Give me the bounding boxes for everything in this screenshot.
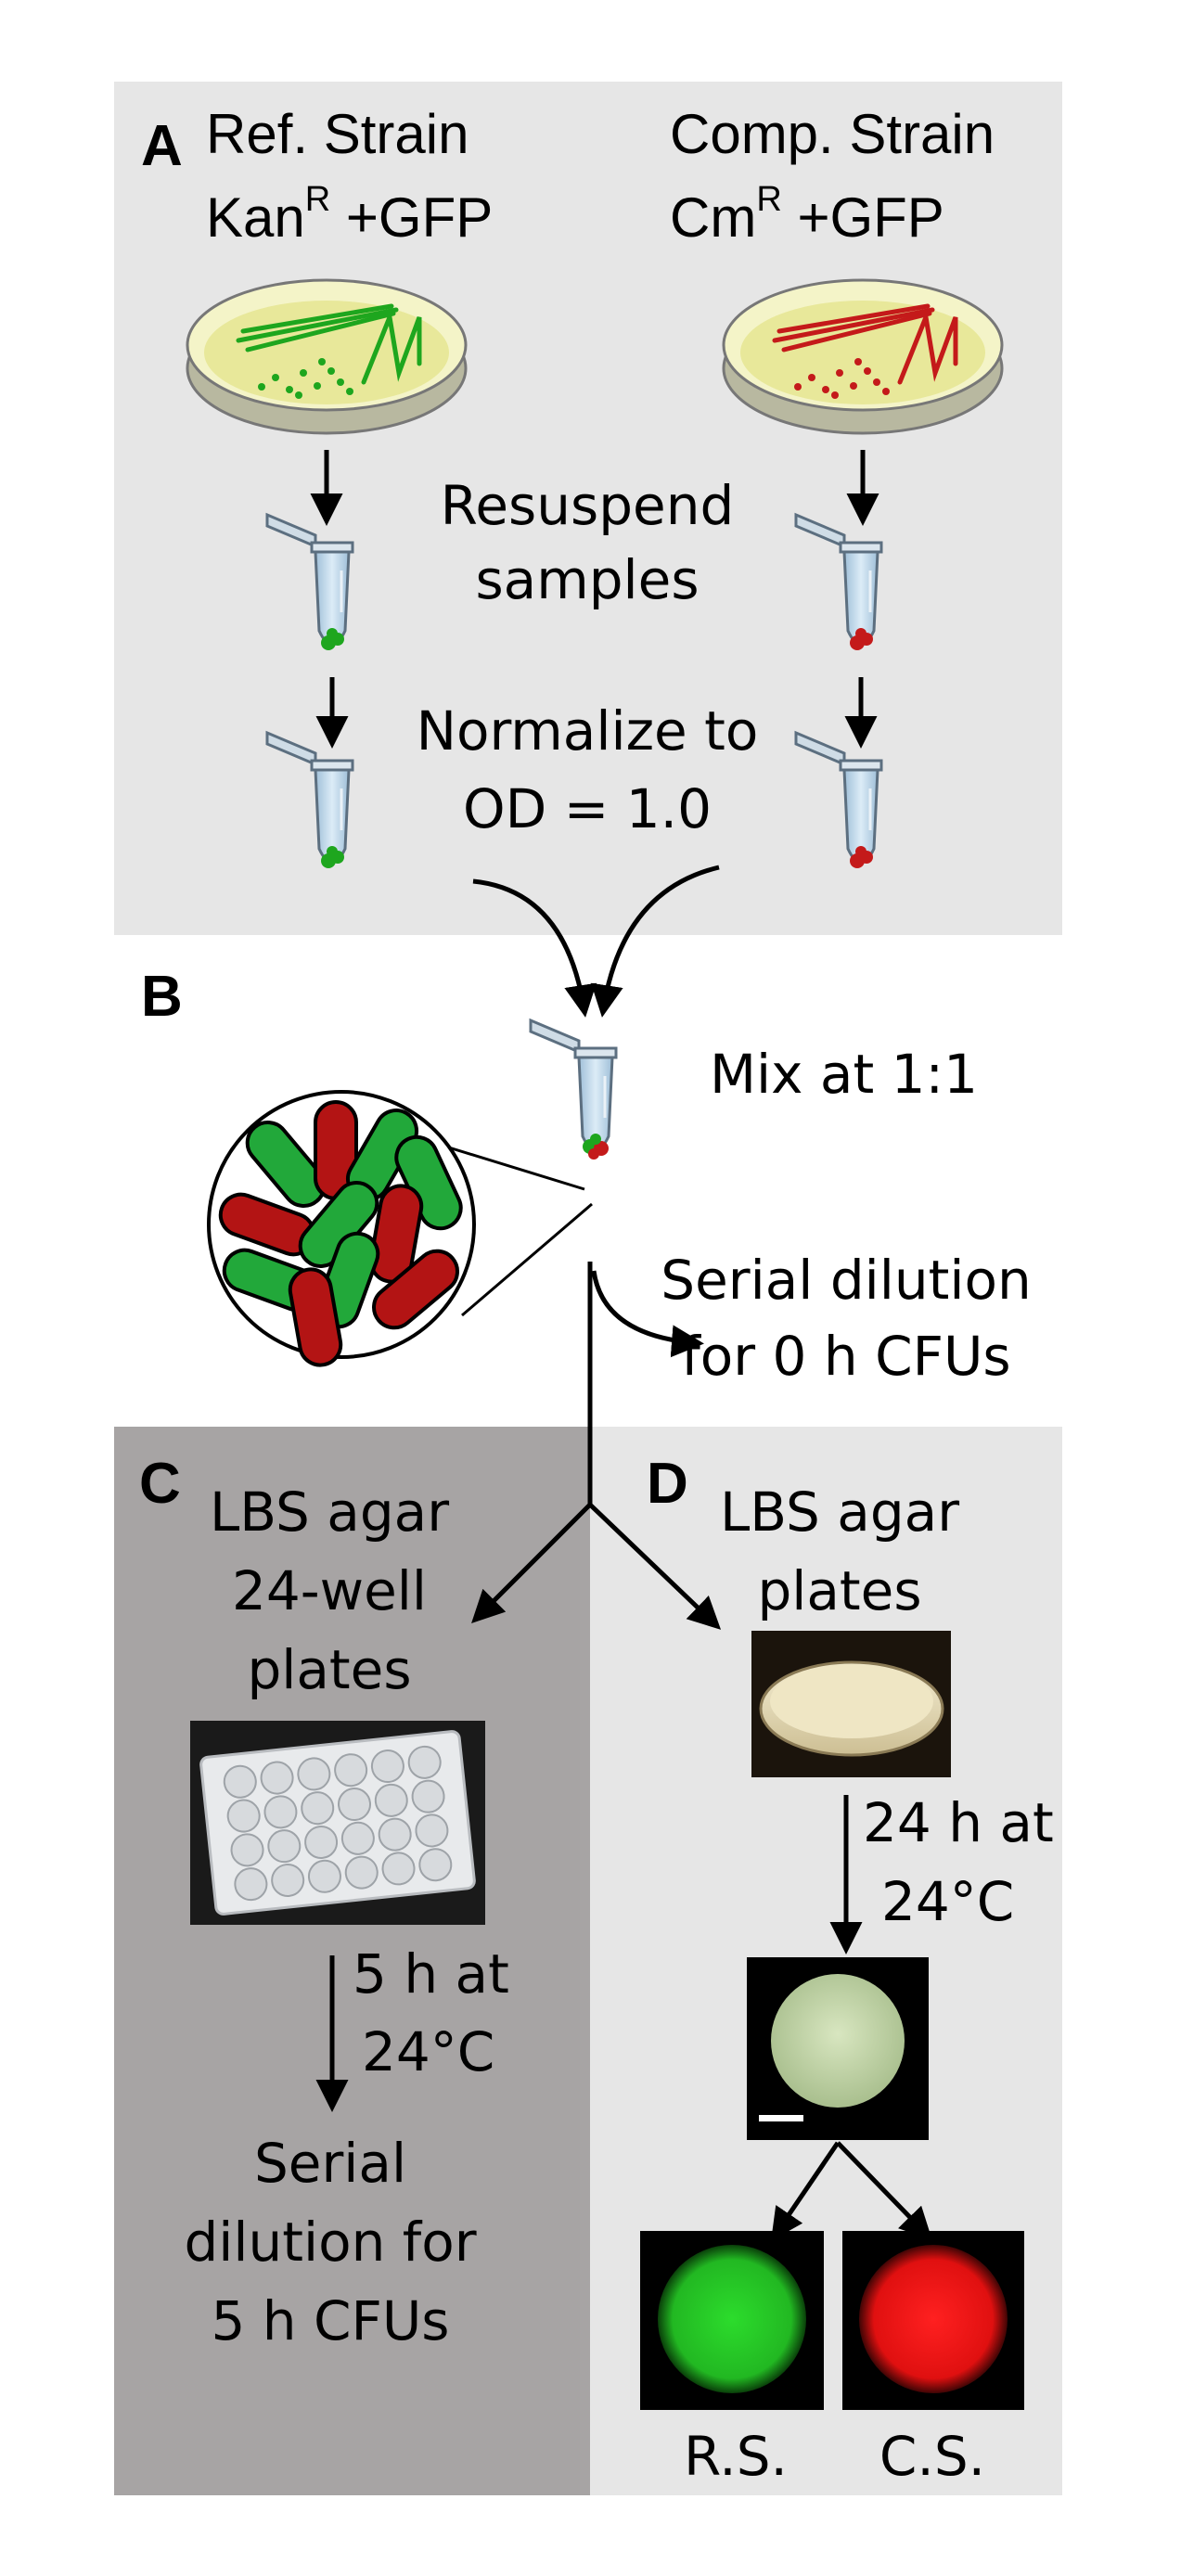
panel-c-serial-2: dilution for bbox=[184, 2211, 476, 2274]
comp-strain-marker: Cm bbox=[670, 186, 756, 249]
microtube-icon bbox=[529, 1019, 618, 1160]
mix-label: Mix at 1:1 bbox=[710, 1043, 978, 1106]
panel-c-letter: C bbox=[139, 1452, 181, 1516]
resuspend-label-1: Resuspend bbox=[441, 474, 735, 537]
microtube-icon bbox=[794, 731, 883, 868]
ref-strain-marker: Kan bbox=[206, 186, 305, 249]
colony-image bbox=[747, 1957, 929, 2140]
petri-dish-icon bbox=[186, 278, 468, 435]
arrow bbox=[472, 878, 597, 1018]
panel-c-incubation-2: 24°C bbox=[362, 2020, 494, 2083]
panel-c-lbs-2: 24-well bbox=[232, 1559, 427, 1622]
panel-b-letter: B bbox=[141, 965, 183, 1029]
panel-a-background bbox=[114, 82, 1062, 935]
panel-c-lbs-1: LBS agar bbox=[210, 1480, 449, 1544]
panel-c-lbs-3: plates bbox=[247, 1638, 411, 1701]
arrow bbox=[771, 2141, 841, 2241]
serial-0h-label-2: for 0 h CFUs bbox=[681, 1325, 1010, 1388]
ref-strain-gfp: +GFP bbox=[346, 186, 493, 249]
rs-label: R.S. bbox=[684, 2425, 788, 2488]
normalize-label-2: OD = 1.0 bbox=[463, 777, 712, 840]
panel-d-lbs-1: LBS agar bbox=[720, 1480, 959, 1544]
panel-d-lbs-2: plates bbox=[757, 1559, 921, 1622]
panel-d-letter: D bbox=[647, 1452, 688, 1516]
agar-plate-photo bbox=[751, 1631, 951, 1777]
arrow bbox=[471, 1503, 592, 1623]
scale-bar bbox=[759, 2115, 803, 2121]
ref-strain-marker-sup: R bbox=[305, 180, 330, 219]
cs-label: C.S. bbox=[879, 2425, 985, 2488]
microtube-icon bbox=[265, 513, 354, 650]
ref-strain-marker-line: KanR +GFP bbox=[206, 180, 493, 249]
cs-fluorescence-image bbox=[842, 2231, 1024, 2410]
panel-c-serial-1: Serial bbox=[254, 2132, 406, 2195]
panel-d-incubation-1: 24 h at bbox=[863, 1791, 1054, 1854]
resuspend-label-2: samples bbox=[475, 548, 699, 611]
normalize-label-1: Normalize to bbox=[417, 699, 759, 763]
well-plate-photo bbox=[190, 1721, 485, 1925]
microtube-icon bbox=[794, 513, 883, 650]
arrow bbox=[588, 1503, 722, 1630]
magnifier-line bbox=[461, 1202, 593, 1317]
microtube-icon bbox=[265, 731, 354, 868]
rs-fluorescence-image bbox=[640, 2231, 824, 2410]
arrow bbox=[591, 1270, 704, 1358]
panel-d-incubation-2: 24°C bbox=[881, 1870, 1014, 1933]
petri-dish-icon bbox=[722, 278, 1004, 435]
panel-a-letter: A bbox=[141, 114, 183, 178]
serial-0h-label-1: Serial dilution bbox=[661, 1249, 1031, 1312]
comp-strain-title: Comp. Strain bbox=[670, 103, 995, 165]
panel-c-incubation-1: 5 h at bbox=[353, 1942, 509, 2006]
comp-strain-marker-sup: R bbox=[756, 180, 781, 219]
comp-strain-gfp: +GFP bbox=[797, 186, 944, 249]
bacteria-magnifier-icon bbox=[207, 1090, 476, 1367]
arrow bbox=[836, 2141, 932, 2241]
panel-c-background bbox=[114, 1427, 590, 2495]
arrow bbox=[590, 865, 720, 1018]
panel-c-serial-3: 5 h CFUs bbox=[211, 2289, 449, 2352]
comp-strain-marker-line: CmR +GFP bbox=[670, 180, 944, 249]
ref-strain-title: Ref. Strain bbox=[206, 103, 469, 165]
